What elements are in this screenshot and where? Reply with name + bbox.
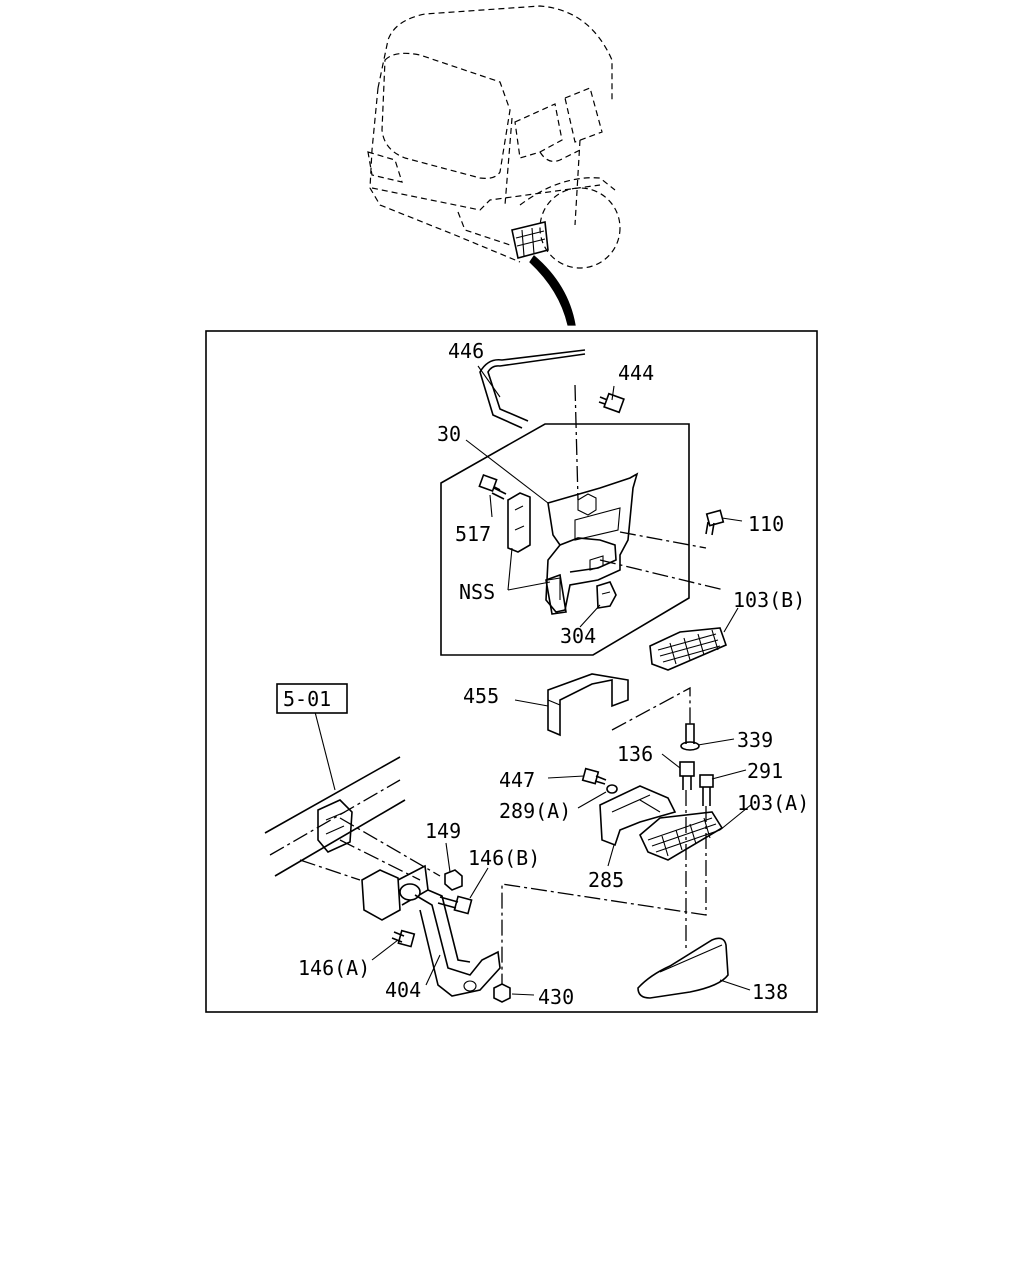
detail-frame <box>205 330 818 1013</box>
reference-box-5-01[interactable]: 5-01 <box>276 683 348 714</box>
part-404-hanger <box>361 864 501 997</box>
label-447: 447 <box>499 768 535 792</box>
part-517-bolt <box>478 473 507 500</box>
part-138-cover <box>637 937 729 999</box>
part-455-bracket <box>547 673 629 737</box>
part-30-bracket-assembly <box>507 472 639 615</box>
truck-cab-overview <box>367 5 621 326</box>
label-285: 285 <box>588 868 624 892</box>
part-291-bolt <box>699 774 714 806</box>
part-149-nut <box>444 869 463 891</box>
label-103A: 103(A) <box>737 791 809 815</box>
label-455: 455 <box>463 684 499 708</box>
part-285-bracket <box>599 785 677 847</box>
reference-label: 5-01 <box>283 687 331 711</box>
part-146B-bolt <box>437 895 473 915</box>
part-446-rod <box>479 349 586 429</box>
label-103B: 103(B) <box>733 588 805 612</box>
label-444: 444 <box>618 361 654 385</box>
label-110: 110 <box>748 512 784 536</box>
label-446: 446 <box>448 339 484 363</box>
label-138: 138 <box>752 980 788 1004</box>
label-304: 304 <box>560 624 596 648</box>
label-NSS: NSS <box>459 580 495 604</box>
label-146A: 146(A) <box>298 956 370 980</box>
part-430-nut <box>493 983 511 1003</box>
part-136-bolt <box>679 761 695 790</box>
label-146B: 146(B) <box>468 846 540 870</box>
leader-lines <box>314 365 753 996</box>
callout-labels: 446 444 30 517 110 NSS 103(B) 304 455 33… <box>298 339 809 1009</box>
part-304-clip <box>596 581 617 609</box>
subassembly-frame-30 <box>440 423 690 656</box>
part-289A-washer <box>606 784 618 794</box>
part-339-bolt <box>680 723 700 751</box>
label-149: 149 <box>425 819 461 843</box>
part-444-bolt <box>598 392 625 414</box>
frame-side-bracket <box>317 799 353 853</box>
frame-rail <box>264 756 406 877</box>
label-430: 430 <box>538 985 574 1009</box>
part-103B-step <box>649 627 728 671</box>
label-30: 30 <box>437 422 461 446</box>
label-339: 339 <box>737 728 773 752</box>
label-291: 291 <box>747 759 783 783</box>
part-146A-bolt <box>391 929 416 948</box>
label-517: 517 <box>455 522 491 546</box>
part-447-bolt <box>581 767 607 785</box>
label-136: 136 <box>617 742 653 766</box>
label-404: 404 <box>385 978 421 1002</box>
assembly-center-lines <box>299 384 725 985</box>
label-289A: 289(A) <box>499 799 571 823</box>
part-110-bolt <box>705 509 725 536</box>
